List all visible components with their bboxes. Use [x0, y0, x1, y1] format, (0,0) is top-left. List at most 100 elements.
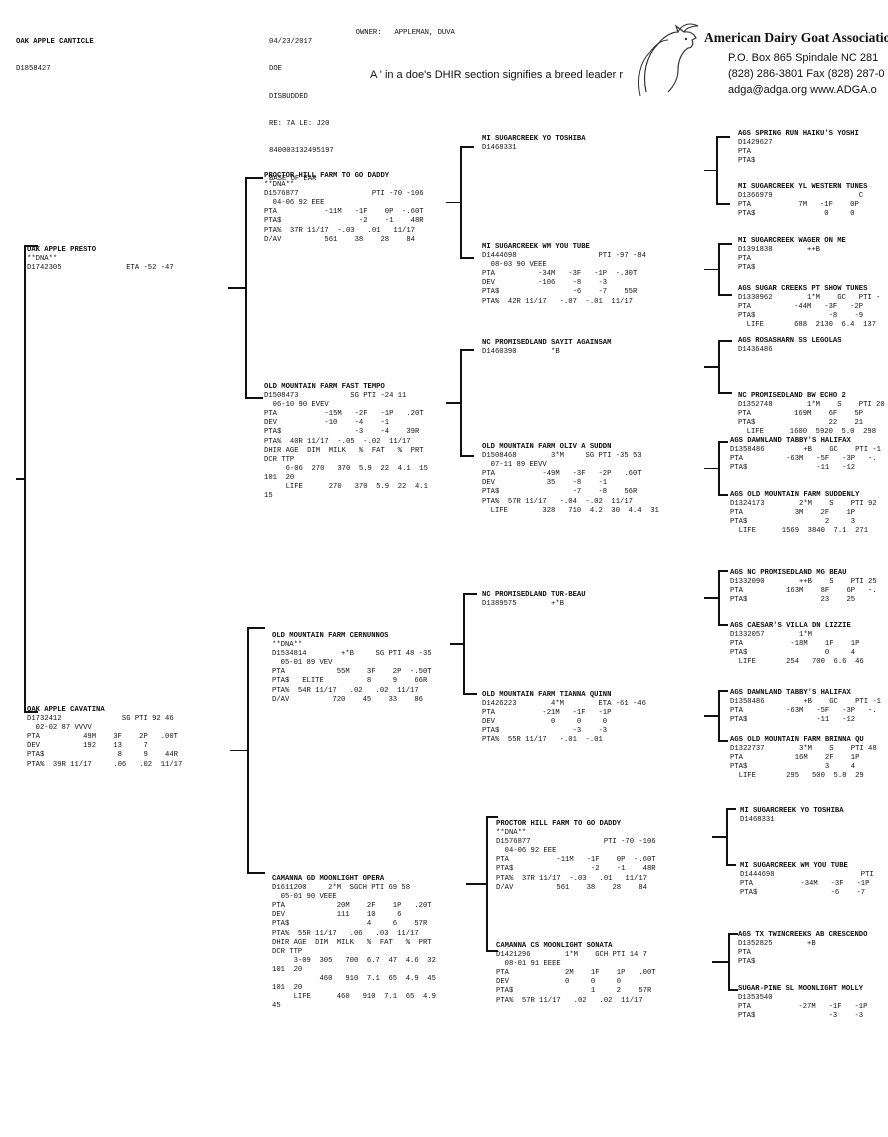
connector-line [466, 883, 487, 885]
ancestor-name: AGS NC PROMISEDLAND MG BEAU [730, 569, 847, 577]
ancestor-name: MI SUGARCREEK WAGER ON ME [738, 237, 846, 245]
ancestor-line: **DNA** [27, 255, 58, 264]
ancestor-line: D1358486 +B GC PTI -1 [730, 698, 881, 707]
ancestor-line: LIFE 254 700 6.6 46 [730, 658, 864, 667]
ancestor-name: PROCTOR HILL FARM TO GO DADDY [496, 820, 622, 828]
ancestor-name: OLD MOUNTAIN FARM OLIV A SUDDN [482, 443, 612, 451]
connector-line [716, 136, 730, 138]
ancestor-line: PTA$ [738, 157, 756, 166]
ancestor-line: 15 [264, 492, 273, 501]
ancestor-line: 04-06 92 EEE [496, 847, 557, 856]
ancestor-line: PTA% 37R 11/17 -.03 .01 11/17 [496, 874, 647, 883]
connector-line [704, 169, 717, 171]
ancestor-line: **DNA** [264, 181, 295, 190]
ancestor-name: OAK APPLE PRESTO [27, 246, 97, 254]
ancestor-line: PTA% 37R 11/17 -.03 .01 11/17 [264, 226, 415, 235]
connector-line [718, 624, 728, 626]
connector-line [718, 494, 728, 496]
connector-line [460, 455, 474, 457]
connector-line [712, 961, 729, 963]
ancestor-line: PTA -63M -5F -3P -. [730, 707, 877, 716]
ancestor-line: PTA -27M -1F -1P [738, 1003, 868, 1012]
connector-line [460, 146, 474, 148]
ancestor-line: D1330962 1*M GC PTI - [738, 294, 881, 303]
ancestor-name: CAMANNA CS MOONLIGHT SONATA [496, 942, 613, 950]
ancestor-line: LIFE 1600 5920 5.0 298 [738, 428, 877, 437]
ancestor-line: D/AV 720 45 33 86 [272, 695, 423, 704]
ancestor-line: D1332090 ++B S PTI 25 [730, 578, 877, 587]
ancestor-name: MI SUGARCREEK YL WESTERN TUNES [738, 183, 868, 191]
ancestor-line: **DNA** [496, 829, 527, 838]
ancestor-line: PTA% 54R 11/17 .02 .02 11/17 [272, 686, 419, 695]
ancestor-line: DHIR AGE DIM MILK % FAT % PRT [272, 938, 432, 947]
ancestor-line: D1426223 4*M ETA -61 -46 [482, 700, 646, 709]
ancestor-name: AGS TX TWINCREEKS AB CRESCENDO [738, 931, 868, 939]
ancestor-name: MI SUGARCREEK YO TOSHIBA [482, 135, 586, 143]
ancestor-line: D1444698 PTI -97 -84 [482, 252, 646, 261]
ancestor-line: DCR TTP [272, 947, 303, 956]
connector-line [460, 349, 474, 351]
connector-line [704, 467, 719, 469]
connector-line [704, 366, 719, 368]
ancestor-line: D1324173 2*M S PTI 92 [730, 500, 877, 509]
animal-id: D1858427 [16, 65, 51, 74]
connector-line [460, 257, 474, 259]
ancestor-line: PTA$ 3 4 [730, 763, 856, 772]
ancestor-line: PTA$ 0 4 [730, 649, 856, 658]
ancestor-name: OLD MOUNTAIN FARM TIANNA QUINN [482, 691, 612, 699]
ancestor-line: PTA -15M -2F -1P .20T [264, 410, 424, 419]
ancestor-line: PTA -49M -3F -2P .60T [482, 470, 642, 479]
ancestor-name: NC PROMISEDLAND SAYIT AGAINSAM [482, 339, 612, 347]
ancestor-line: PTA% 55R 11/17 .06 .03 11/17 [272, 929, 419, 938]
ancestor-line: 45 [272, 1002, 281, 1011]
ancestor-line: PTA$ -7 -8 56R [482, 488, 638, 497]
ancestor-line: D1352825 +B [738, 940, 816, 949]
ancestor-sire-sire: PROCTOR HILL FARM TO GO DADDY**DNA**D157… [264, 172, 424, 245]
ancestor-name: AGS ROSASHARN SS LEGOLAS [738, 337, 842, 345]
ancestor-name: OLD MOUNTAIN FARM FAST TEMPO [264, 383, 385, 391]
ancestor-name: AGS OLD MOUNTAIN FARM SUDDENLY [730, 491, 860, 499]
ancestor-line: PTA$ -11 -12 [730, 716, 856, 725]
ancestor-dam-sire: OLD MOUNTAIN FARM CERNUNNOS**DNA**D15348… [272, 632, 432, 705]
ancestor-line: DEV 0 0 0 [482, 718, 608, 727]
sex: DOE [269, 65, 282, 74]
ancestor-line: PTA 55M 3F 2P -.50T [272, 668, 432, 677]
ancestor-line: 08-01 91 EEEE [496, 960, 561, 969]
ancestor-line: PTA [738, 949, 751, 958]
ancestor-line: 101 20 [272, 965, 303, 974]
ancestor-line: PTA$ 8 9 44R [27, 751, 178, 760]
ancestor-line: 101 20 [272, 984, 303, 993]
ancestor-name: AGS DAWNLAND TABBY'S HALIFAX [730, 689, 851, 697]
ancestor-line: PTA 49M 3F 2P .00T [27, 733, 178, 742]
connector-line [228, 287, 246, 289]
animal-header: OAK APPLE CANTICLE D1858427 [16, 20, 94, 84]
ancestor-line: PTA$ [738, 264, 756, 273]
ancestor-line: LIFE 270 370 5.9 22 4.1 [264, 483, 428, 492]
ancestor-line: PTA$ -8 -9 [738, 312, 864, 321]
tag-location: BASE OF EAR [269, 174, 317, 183]
ancestor-line: PTA% 57R 11/17 -.04 -.02 11/17 [482, 497, 633, 506]
connector-line [726, 864, 736, 866]
ancestor-line: 02-02 87 VVVV [27, 724, 92, 733]
ancestor-line: PTA -34M -3F -1P [740, 880, 870, 889]
ancestor-line: PTA -11M -1F 0P -.60T [496, 856, 656, 865]
ancestor-line: D1429627 [738, 139, 773, 148]
association-contact: adga@adga.org www.ADGA.o [728, 84, 877, 96]
ancestor-line: PTA$ [738, 958, 756, 967]
ancestor-line: 6-06 270 370 5.9 22 4.1 15 [264, 464, 428, 473]
ancestor-line: 07-11 89 EEVV [482, 461, 547, 470]
ancestor-name: NC PROMISEDLAND TUR-BEAU [482, 591, 586, 599]
connector-line [718, 340, 732, 342]
ancestor-line: PTA$ -2 -1 48R [264, 217, 424, 226]
ancestor-name: OAK APPLE CAVATINA [27, 706, 105, 714]
connector-line [245, 397, 263, 399]
ancestor-line: D1421296 1*M GCH PTI 14 7 [496, 951, 647, 960]
ancestor-line: PTA -34M -3F -1P -.30T [482, 270, 638, 279]
connector-line [463, 693, 477, 695]
ancestor-line: DEV -106 -8 -3 [482, 279, 608, 288]
ancestor-line: D1460390 *B [482, 348, 560, 357]
connector-line [718, 243, 732, 245]
